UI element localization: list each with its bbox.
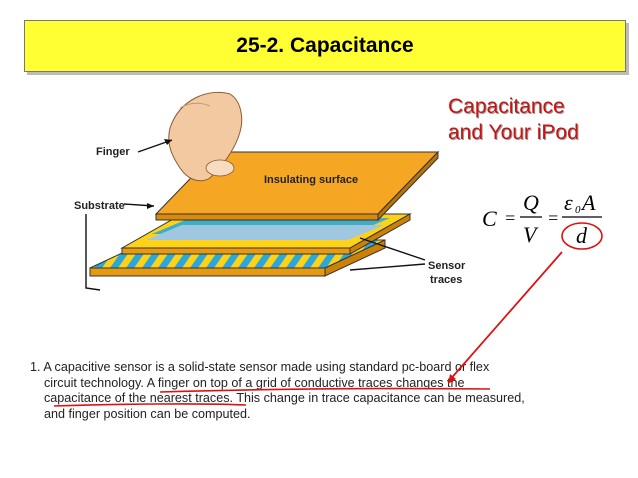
formula-equals-2: =: [547, 208, 559, 228]
formula-d: d: [576, 223, 588, 248]
middle-layer: [120, 213, 412, 255]
caption-line-1: 1. A capacitive sensor is a solid-state …: [30, 360, 490, 374]
subtitle: Capacitance and Your iPod: [448, 94, 579, 146]
arrow-sensor-2: [349, 263, 426, 271]
formula-q: Q: [523, 190, 539, 215]
subtitle-line-1: Capacitance: [448, 95, 565, 118]
underlined-phrase-2: capacitance of the nearest traces.: [44, 391, 234, 405]
caption-line-2: circuit technology. A finger on top of a…: [44, 375, 465, 390]
label-insulating-surface: Insulating surface: [264, 174, 358, 186]
caption: 1. A capacitive sensor is a solid-state …: [30, 360, 550, 422]
arrow-sensor-1: [359, 237, 426, 261]
label-finger: Finger: [96, 146, 130, 158]
title-bar: 25-2. Capacitance: [24, 20, 626, 72]
caption-line-4: and finger position can be computed.: [44, 406, 251, 421]
subtitle-line-2: and Your iPod: [448, 121, 579, 144]
capacitive-sensor-diagram: Finger Substrate Insulating surface Sens…: [74, 91, 466, 291]
arrow-substrate: [85, 214, 101, 291]
formula-a: A: [580, 190, 596, 215]
label-substrate: Substrate: [74, 200, 125, 212]
formula-subscript-0: 0: [575, 204, 581, 216]
underlined-phrase-1: A finger on top of a grid of conductive …: [146, 375, 465, 390]
label-sensor-line-2: traces: [430, 274, 462, 286]
label-sensor-line-1: Sensor: [428, 260, 466, 272]
caption-number: 1.: [30, 360, 41, 374]
d-highlight-circle: [561, 222, 603, 250]
slide-title: 25-2. Capacitance: [236, 34, 414, 57]
caption-line-3: capacitance of the nearest traces. This …: [44, 391, 525, 405]
formula-c: C: [482, 206, 497, 231]
formula-v: V: [523, 222, 539, 247]
finger-icon: [168, 91, 243, 182]
formula-equals-1: =: [504, 208, 516, 228]
formula-epsilon: ε: [564, 190, 573, 215]
capacitance-formula: C = Q V = ε 0 A d: [482, 190, 603, 250]
